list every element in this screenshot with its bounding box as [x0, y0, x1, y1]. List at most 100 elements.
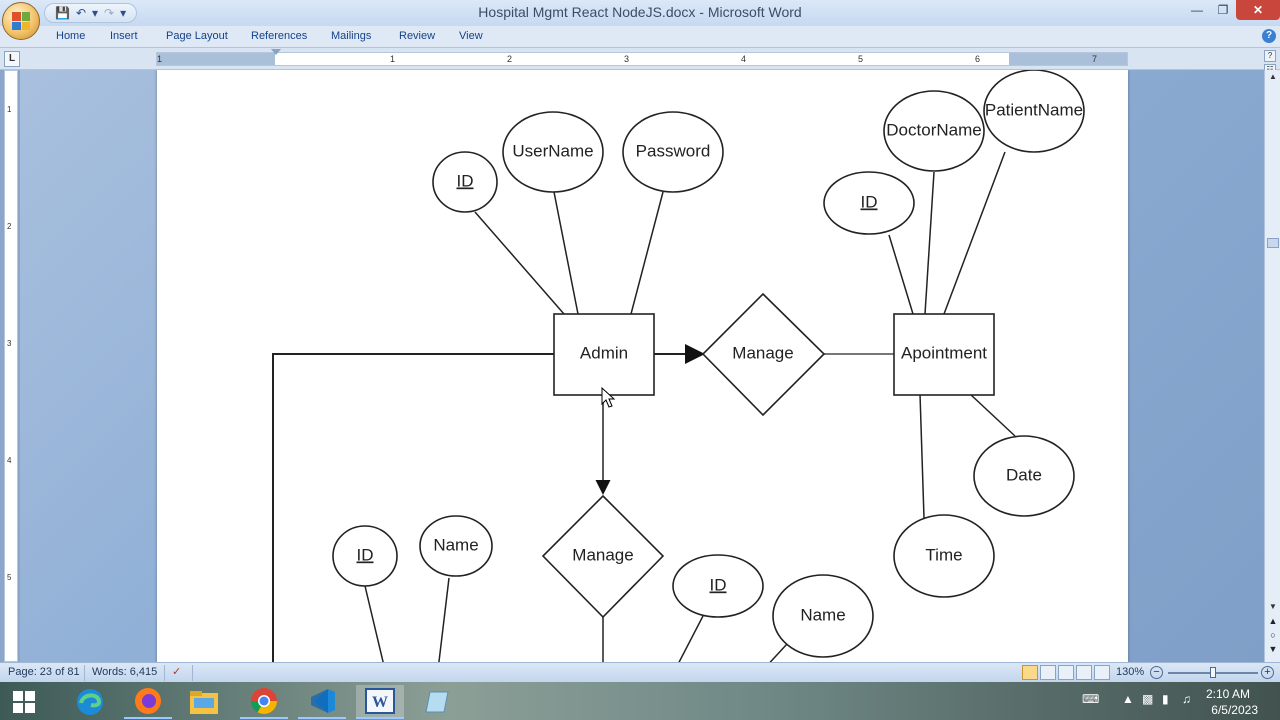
customize-qat-icon[interactable]: ▾ [120, 6, 127, 20]
vertical-ruler[interactable]: 1 2 3 4 5 [4, 70, 18, 662]
horizontal-ruler[interactable]: 1 1 2 3 4 5 6 7 [156, 52, 1128, 66]
zoom-out-icon[interactable]: − [1150, 666, 1163, 679]
clock-date[interactable]: 6/5/2023 [1211, 703, 1258, 717]
system-tray: ⌨ ▲ ▩ ▮ ♫ [1060, 682, 1280, 720]
connector-line [630, 191, 664, 315]
word-app[interactable]: W [356, 685, 404, 719]
word-count[interactable]: Words: 6,415 [92, 666, 158, 678]
file-explorer-app[interactable] [180, 685, 228, 719]
ruler-row: L 1 1 2 3 4 5 6 7 [0, 48, 1280, 70]
mouse-cursor-icon [601, 386, 616, 408]
bottom-name-attribute [419, 515, 493, 577]
scroll-down-arrow-icon[interactable]: ▼ [1269, 602, 1277, 611]
scrollbar-thumb[interactable] [1267, 238, 1279, 248]
ruler-number: 4 [741, 54, 747, 64]
edge-icon [77, 689, 103, 715]
view-buttons [1022, 665, 1110, 680]
web-layout-button[interactable] [1058, 665, 1074, 680]
connector-line [364, 585, 384, 662]
admin-left-connector [272, 353, 554, 662]
manage-top-label: Manage [732, 343, 793, 362]
connector-line [943, 151, 1006, 315]
file-explorer-icon [190, 691, 218, 714]
vertical-scrollbar[interactable]: ▲ ▼ ▲ ○ ▼ [1264, 70, 1280, 662]
tab-references[interactable]: References [251, 30, 308, 42]
save-icon[interactable]: 💾 [55, 6, 70, 20]
draft-view-button[interactable] [1094, 665, 1110, 680]
clock-time[interactable]: 2:10 AM [1205, 687, 1250, 701]
patient-name-label: PatientName [985, 100, 1083, 119]
zoom-level[interactable]: 130% [1116, 666, 1145, 678]
tab-selector-button[interactable]: L [4, 51, 20, 67]
document-area[interactable]: Admin Apointment Manage Manage ID UserNa… [20, 70, 1264, 662]
previous-page-icon[interactable]: ▲ [1268, 616, 1278, 626]
manage-bottom-label: Manage [572, 545, 633, 564]
ruler-number: 7 [1092, 54, 1098, 64]
connector-line [553, 191, 579, 315]
svg-text:W: W [372, 694, 388, 711]
connector-line [888, 234, 914, 315]
tab-insert[interactable]: Insert [110, 30, 138, 42]
battery-icon[interactable]: ▮ [1162, 692, 1169, 706]
word-icon: W [365, 688, 395, 714]
dropdown-arrow-icon[interactable]: ▾ [92, 6, 99, 20]
zoom-slider-thumb[interactable] [1210, 667, 1216, 678]
help-icon[interactable]: ? [1262, 29, 1276, 43]
ribbon-tabs: Home Insert Page Layout References Maili… [0, 26, 1280, 48]
restore-button[interactable]: ❐ [1217, 3, 1229, 17]
ruler-number: 6 [975, 54, 981, 64]
help-question-icon[interactable]: ? [1264, 50, 1276, 62]
office-logo-icon [12, 12, 30, 30]
next-page-icon[interactable]: ▼ [1268, 644, 1278, 654]
minimize-button[interactable]: — [1191, 3, 1203, 17]
full-screen-reading-button[interactable] [1040, 665, 1056, 680]
zoom-in-icon[interactable]: + [1261, 666, 1274, 679]
bottom-right-name-label: Name [800, 605, 845, 624]
status-bar: Page: 23 of 81 Words: 6,415 ✓ 130% − + [0, 662, 1280, 682]
keyboard-icon[interactable]: ⌨ [1082, 692, 1100, 706]
tab-page-layout[interactable]: Page Layout [166, 30, 228, 42]
vscode-app[interactable] [298, 685, 346, 719]
network-icon[interactable]: ▩ [1142, 692, 1154, 706]
close-button[interactable]: ✕ [1236, 0, 1280, 20]
show-hidden-icons-icon[interactable]: ▲ [1122, 692, 1134, 706]
bottom-right-name-attribute [772, 574, 874, 658]
tab-mailings[interactable]: Mailings [331, 30, 372, 42]
manage-relationship-top [701, 292, 826, 417]
manage-relationship-bottom [541, 494, 665, 619]
firefox-app[interactable] [124, 685, 172, 719]
outline-view-button[interactable] [1076, 665, 1092, 680]
notepad-app[interactable] [414, 685, 462, 719]
select-browse-object-icon[interactable]: ○ [1270, 630, 1276, 640]
redo-icon[interactable]: ↷ [104, 6, 115, 20]
volume-icon[interactable]: ♫ [1182, 692, 1191, 706]
scroll-up-arrow-icon[interactable]: ▲ [1269, 72, 1277, 81]
chrome-app[interactable] [240, 685, 288, 719]
undo-icon[interactable]: ↶ [75, 6, 87, 20]
appointment-entity-box [893, 313, 995, 396]
ruler-number: 5 [7, 573, 12, 582]
document-page[interactable]: Admin Apointment Manage Manage ID UserNa… [157, 70, 1128, 662]
appointment-entity-label: Apointment [901, 343, 987, 362]
ruler-number: 2 [7, 222, 12, 231]
office-button[interactable] [2, 2, 40, 40]
print-layout-view-button[interactable] [1022, 665, 1038, 680]
proofing-icon[interactable]: ✓ [172, 666, 182, 678]
indent-marker[interactable] [271, 49, 281, 55]
connector-line [769, 643, 788, 662]
page-count[interactable]: Page: 23 of 81 [8, 666, 80, 678]
vscode-icon [311, 689, 335, 713]
er-diagram: Admin Apointment Manage Manage ID UserNa… [272, 70, 1085, 662]
edge-app[interactable] [66, 685, 114, 719]
start-button[interactable] [0, 685, 48, 719]
tab-review[interactable]: Review [399, 30, 436, 42]
doctor-name-attribute [883, 90, 985, 172]
tab-view[interactable]: View [459, 30, 483, 42]
tab-home[interactable]: Home [56, 30, 86, 42]
ruler-number: 5 [858, 54, 864, 64]
bottom-id-label: ID [357, 545, 374, 564]
ruler-number: 3 [624, 54, 630, 64]
ruler-number: 1 [7, 105, 12, 114]
bottom-right-id-label: ID [710, 575, 727, 594]
start-icon [13, 691, 35, 713]
